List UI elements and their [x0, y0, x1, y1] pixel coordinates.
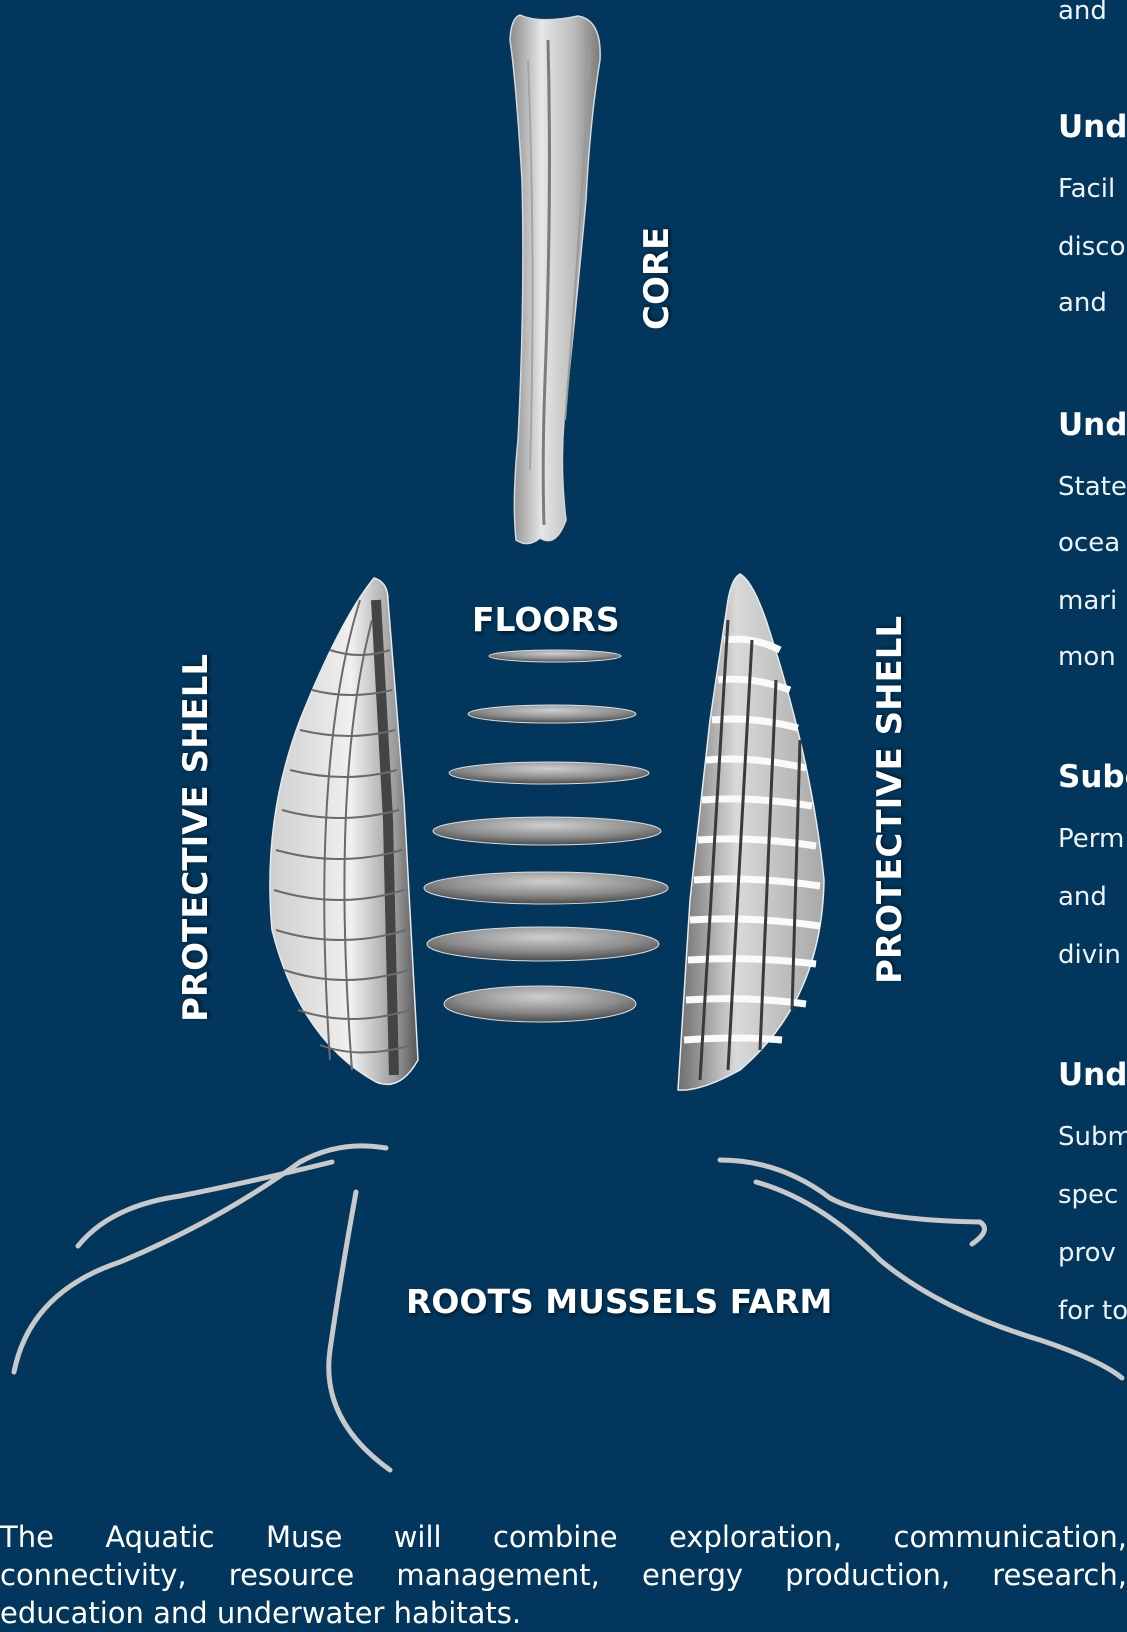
- footer-word: combine: [493, 1518, 618, 1556]
- footer-word: management,: [396, 1556, 599, 1594]
- side-text: divin: [1058, 926, 1121, 984]
- footer-word: Muse: [266, 1518, 342, 1556]
- protective-shell-right-label: PROTECTIVE SHELL: [870, 616, 910, 984]
- footer-word: The: [0, 1518, 54, 1556]
- roots-mussels-farm-label: ROOTS MUSSELS FARM: [406, 1282, 832, 1321]
- floors-illustration: [424, 650, 668, 1022]
- core-label: CORE: [637, 227, 677, 330]
- side-text: disco: [1058, 218, 1125, 276]
- floor-plate: [424, 872, 668, 904]
- left-shell-illustration: [270, 578, 418, 1084]
- side-text: mon: [1058, 628, 1116, 686]
- side-text: and: [1058, 868, 1107, 926]
- footer-word: exploration,: [669, 1518, 842, 1556]
- footer-word: will: [394, 1518, 442, 1556]
- footer-word: research,: [992, 1556, 1127, 1594]
- side-heading: Und: [1058, 98, 1127, 156]
- floors-label: FLOORS: [472, 600, 620, 639]
- core-illustration: [510, 15, 600, 544]
- protective-shell-left-label: PROTECTIVE SHELL: [176, 654, 216, 1022]
- footer-word: resource: [229, 1556, 354, 1594]
- floor-plate: [433, 817, 661, 845]
- side-text: Subm: [1058, 1108, 1127, 1166]
- floor-plate: [427, 927, 659, 961]
- side-text: Facil: [1058, 160, 1115, 218]
- footer-word: energy: [642, 1556, 743, 1594]
- floor-plate: [468, 705, 636, 723]
- side-text: mari: [1058, 572, 1117, 630]
- footer-line-2: connectivity, resource management, energ…: [0, 1556, 1127, 1594]
- side-text: Perm: [1058, 810, 1124, 868]
- footer-line-3: education and underwater habitats.: [0, 1594, 1127, 1632]
- side-heading: Subc: [1058, 748, 1127, 806]
- footer-word: production,: [785, 1556, 950, 1594]
- side-text: spec: [1058, 1166, 1118, 1224]
- floor-plate: [444, 986, 636, 1022]
- side-text: and: [1058, 274, 1107, 332]
- right-shell-illustration: [678, 574, 824, 1090]
- side-text: ocea: [1058, 514, 1120, 572]
- footer-word: connectivity,: [0, 1556, 187, 1594]
- footer-line-1: The Aquatic Muse will combine exploratio…: [0, 1518, 1127, 1556]
- floor-plate: [449, 762, 649, 784]
- side-heading: Und: [1058, 1046, 1127, 1104]
- side-text: State: [1058, 458, 1127, 516]
- footer-paragraph: The Aquatic Muse will combine exploratio…: [0, 1518, 1127, 1632]
- footer-word: Aquatic: [105, 1518, 214, 1556]
- floor-plate: [489, 650, 621, 662]
- footer-word: communication,: [894, 1518, 1127, 1556]
- side-text: for to: [1058, 1282, 1127, 1340]
- side-text: prov: [1058, 1224, 1116, 1282]
- side-heading: Und: [1058, 396, 1127, 454]
- side-text: and: [1058, 0, 1107, 40]
